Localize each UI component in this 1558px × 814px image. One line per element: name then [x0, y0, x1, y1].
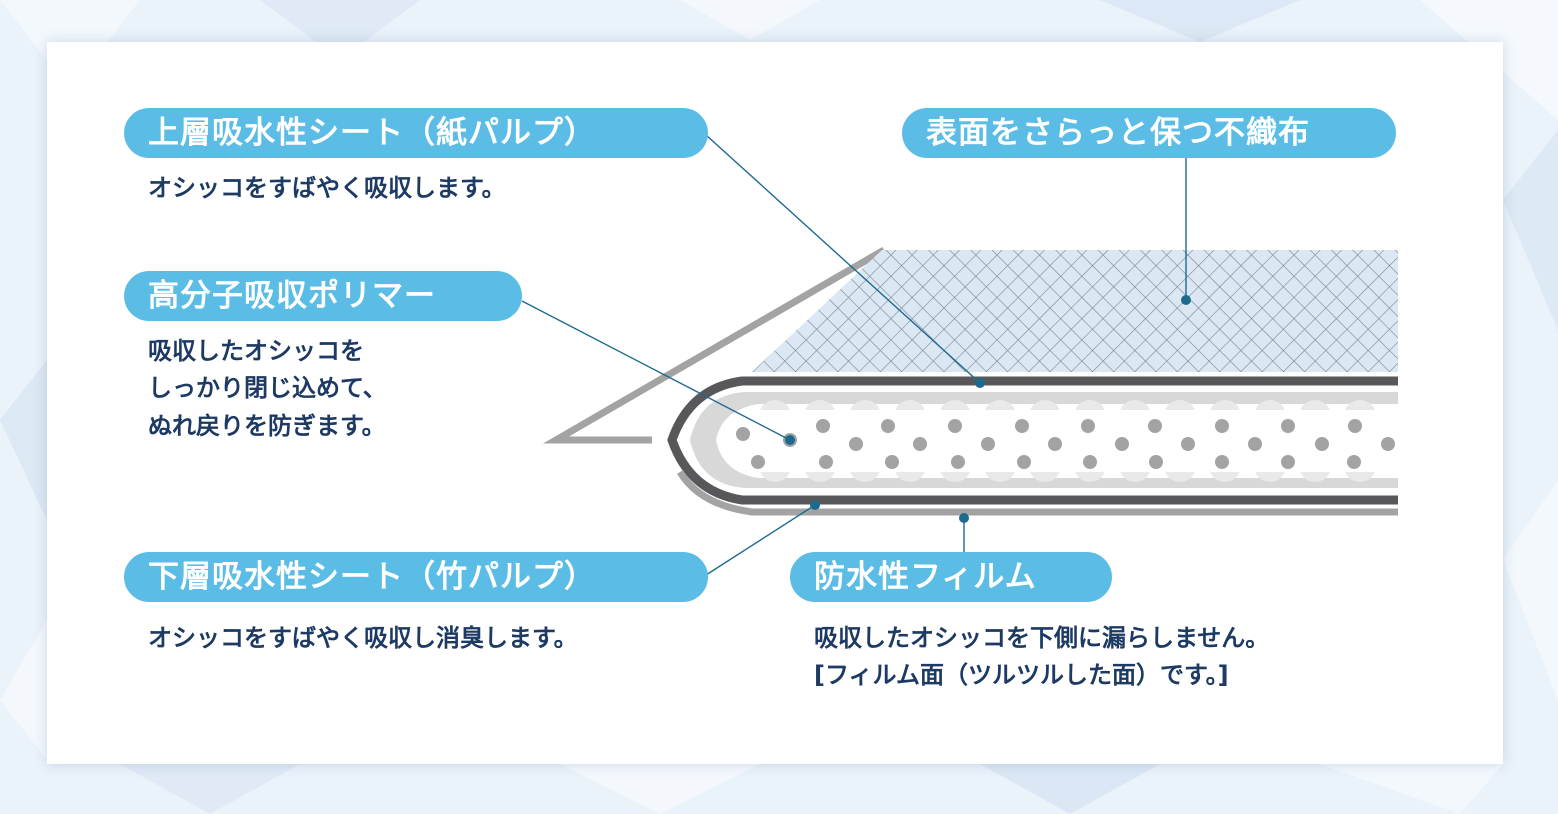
lower-sheet-label: 下層吸水性シート（竹パルプ） — [124, 552, 708, 602]
surface-nonwoven-mesh — [752, 250, 1398, 372]
upper-sheet-description: オシッコをすばやく吸収します。 — [148, 174, 506, 202]
upper-sheet-label: 上層吸水性シート（紙パルプ） — [124, 108, 708, 158]
waterproof-film-description-line-2: [フィルム面（ツルツルした面）です。] — [814, 661, 1229, 689]
waterproof-film-description-line-1: 吸収したオシッコを下側に漏らしません。 — [814, 624, 1270, 652]
polymer-description-line-2: しっかり閉じ込めて、 — [148, 374, 387, 402]
polymer-description-line-3: ぬれ戻りを防ぎます。 — [148, 412, 386, 440]
waterproof-film-label: 防水性フィルム — [790, 552, 1112, 602]
polymer-description-line-1: 吸収したオシッコを — [148, 337, 364, 365]
surface-nonwoven-label: 表面をさらっと保つ不織布 — [902, 108, 1396, 158]
leader-endpoints — [785, 295, 1191, 523]
back-sheet-flap-outline — [542, 246, 886, 444]
leader-lines — [521, 134, 1187, 576]
polymer-label: 高分子吸収ポリマー — [124, 271, 522, 321]
polymer-layer — [716, 400, 1398, 482]
waterproof-film-outline — [667, 376, 1398, 516]
lower-sheet-description: オシッコをすばやく吸収し消臭します。 — [148, 624, 578, 652]
